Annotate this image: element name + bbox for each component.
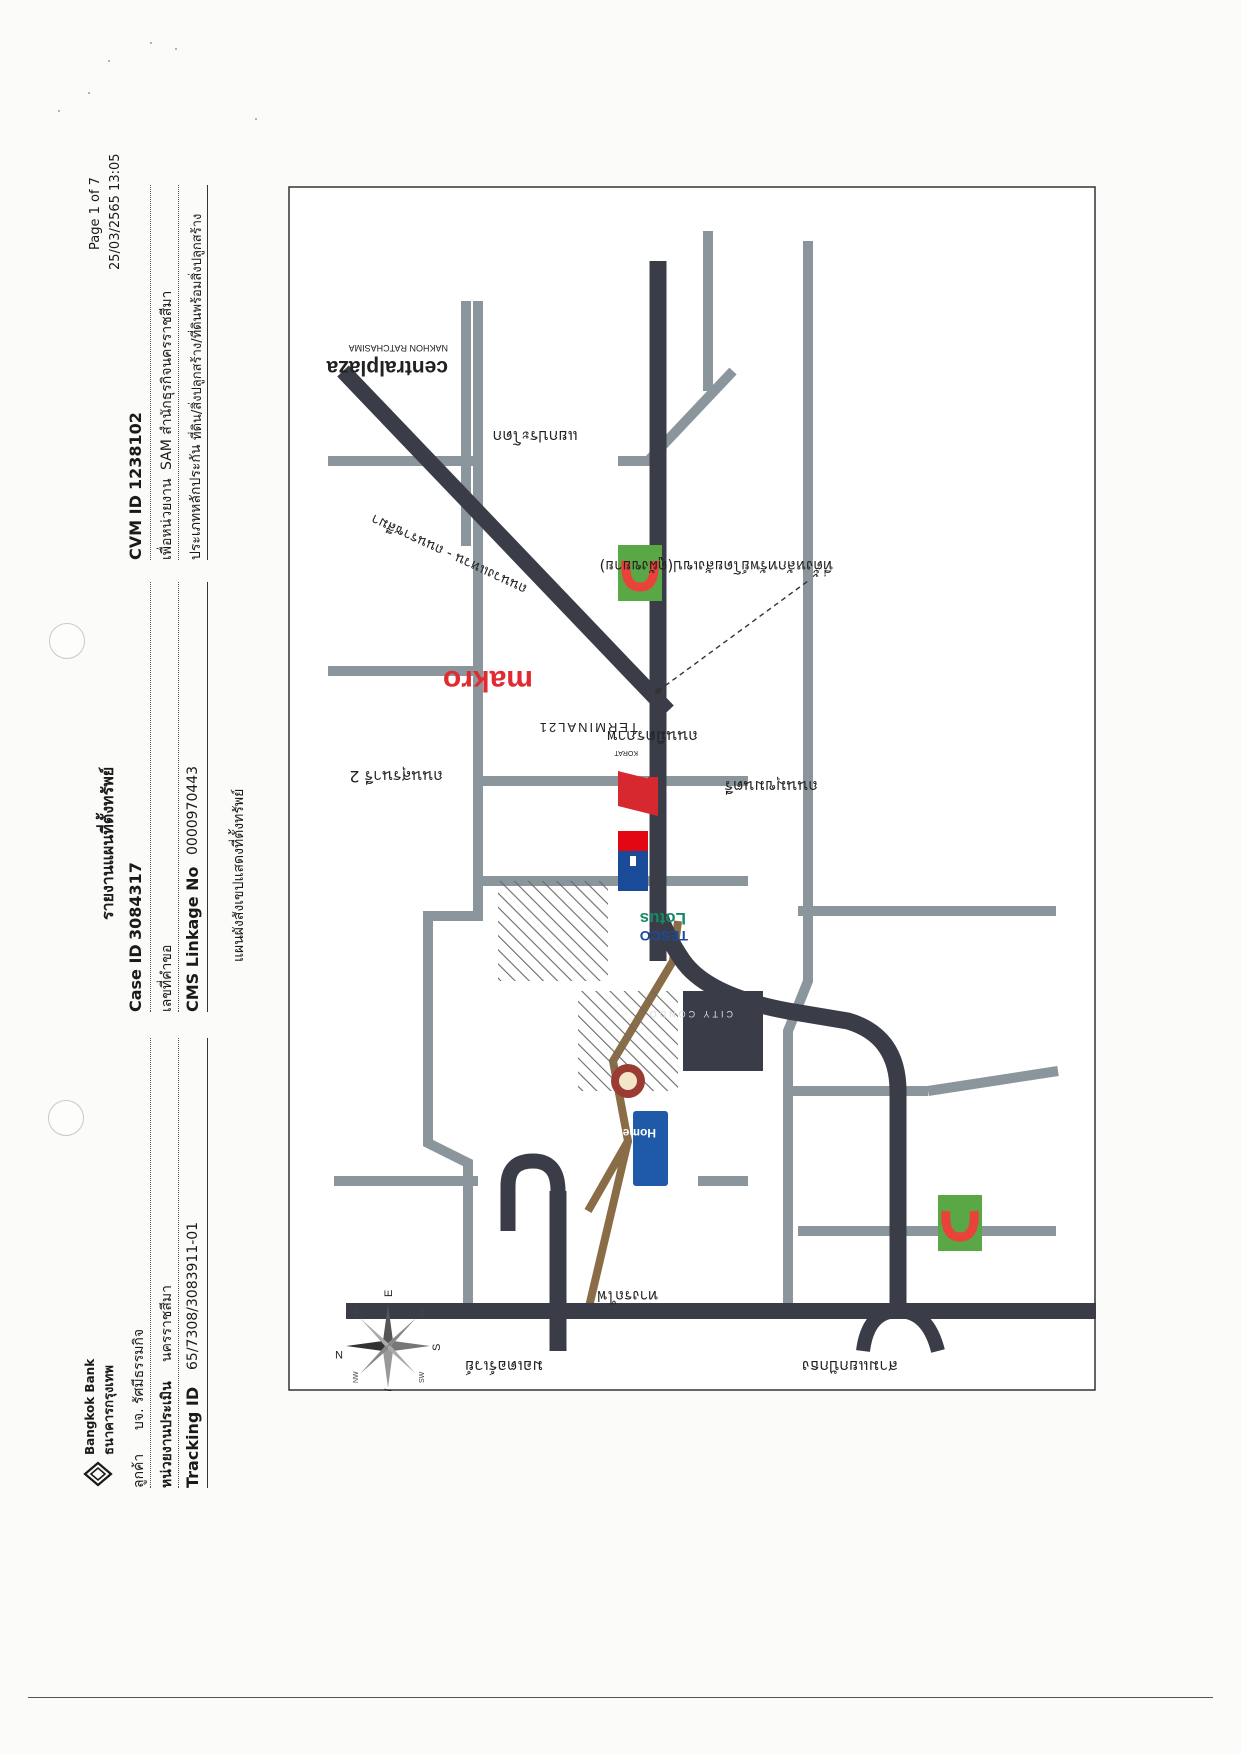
pak-thong-fork	[897, 1304, 945, 1353]
homepro-label: HomePro	[603, 1126, 656, 1140]
bank-name-th: ธนาคารกรุงเทพ	[102, 1365, 117, 1455]
hatched-land-area	[578, 991, 678, 1091]
punch-hole-upper	[49, 623, 85, 659]
suranaree2-road-label: ถนนสุรนารี 2	[349, 766, 443, 786]
dotted-underline	[150, 1038, 151, 1488]
bigc-logo-bottom	[938, 1195, 982, 1251]
brown-access-road	[584, 1140, 632, 1312]
tesco-logo: TESCO	[640, 928, 688, 944]
bank-name-en: Bangkok Bank	[83, 1358, 97, 1455]
compass-sw: SW	[419, 1371, 426, 1383]
punch-hole-lower	[48, 1100, 84, 1136]
map-caption: แผนผังสังเขปแสดงที่ตั้งทรัพย์	[231, 788, 247, 962]
cvm-id-label: CVM ID	[126, 495, 145, 560]
pak-thong-label: สามแยกปักธง	[802, 1357, 898, 1376]
scan-speck	[150, 42, 152, 44]
terminal21-sub: KORAT	[614, 749, 638, 756]
ring-road-diagonal	[337, 365, 674, 717]
property-point	[655, 688, 661, 694]
minor-roads	[328, 231, 1059, 1313]
case-id-label: Case ID	[126, 944, 145, 1012]
hospital-logo	[618, 831, 648, 891]
motorway-label: มอเตอร์เวย์	[465, 1357, 543, 1376]
scan-speck	[175, 48, 177, 50]
timestamp: 25/03/2565 13:05	[108, 153, 123, 270]
suranaree2-road	[423, 301, 483, 1313]
scan-speck	[88, 92, 90, 94]
dotted-underline	[150, 582, 151, 1012]
central-plaza-logo: centralplaza	[326, 356, 448, 379]
bangkok-bank-logo-icon	[83, 1461, 113, 1487]
page-label: Page 1 of 7	[88, 177, 103, 250]
compass-north: N	[335, 1348, 343, 1360]
compass-nw: NW	[353, 1371, 360, 1383]
cms-linkage-label: CMS Linkage No	[183, 866, 202, 1012]
report-title: รายงานแผนที่ตั้งทรัพย์	[98, 766, 117, 920]
for-unit-value: SAM สำนักธุรกิจนครราชสีมา	[159, 290, 175, 470]
central-plaza-sub: NAKHON RATCHASIMA	[349, 343, 448, 353]
compass-rose-icon	[346, 1304, 430, 1388]
property-note-label: ที่ตั้งหลักทรัพย์โดยสังเขป(ดูผังขยาย)	[599, 557, 833, 577]
main-roads	[337, 261, 1096, 1353]
scan-speck	[108, 60, 110, 62]
compass-west: W	[383, 1388, 395, 1391]
prakok-junction-label: แยกประโดก	[493, 427, 578, 446]
tracking-id-value: 65/7308/3083911-01	[185, 1221, 201, 1370]
compass-south: S	[431, 1344, 443, 1351]
lotus-logo: Lotus	[640, 909, 686, 928]
compass-ne: NE	[353, 1307, 360, 1317]
appraisal-unit-label: หน่วยงานประเมิน	[159, 1381, 175, 1488]
compass-se: SE	[419, 1307, 426, 1317]
bottom-rule	[28, 1697, 1213, 1698]
rail-line-label: ทางรถไฟ	[597, 1287, 658, 1305]
cvm-id-value: 1238102	[126, 412, 145, 490]
minor-road-segment	[927, 1066, 1059, 1096]
location-map: makro centralplaza NAKHON RATCHASIMA แยก…	[288, 186, 1096, 1391]
compass-east: E	[383, 1290, 395, 1297]
appraisal-unit-value: นครราชสีมา	[159, 1285, 175, 1362]
customer-value: บจ. รัศมีธรรมกิจ	[131, 1328, 147, 1430]
city-condo-building: CITY CONDO	[647, 991, 763, 1071]
customer-label: ลูกค้า	[131, 1453, 147, 1488]
dotted-underline	[150, 185, 151, 560]
dotted-underline	[178, 1038, 179, 1488]
collateral-type-value: ที่ดิน/สิ่งปลูกสร้าง/ที่ดินพร้อมสิ่งปลูก…	[190, 213, 205, 440]
collateral-type-label: ประเภทหลักประกัน	[188, 444, 204, 560]
rotated-report-sheet: Bangkok Bank ธนาคารกรุงเทพ รายงานแผนที่ต…	[0, 153, 1241, 1600]
makro-logo: makro	[443, 664, 533, 697]
mittraphap-road-label: ถนนมิตรภาพ	[607, 727, 698, 746]
scan-speck	[255, 118, 257, 120]
temple-emblem-icon	[619, 1072, 637, 1090]
terminal21-logo: TERMINAL21	[538, 720, 638, 735]
map-svg: makro centralplaza NAKHON RATCHASIMA แยก…	[288, 186, 1096, 1391]
request-no-label: เลขที่คำขอ	[159, 944, 175, 1012]
minor-road-segment	[618, 367, 737, 466]
case-id-value: 3084317	[126, 862, 145, 940]
stripes-logo	[618, 771, 658, 816]
dotted-underline	[178, 582, 179, 1012]
motorway-loop	[500, 1153, 566, 1231]
city-condo-label: CITY CONDO	[647, 1009, 733, 1019]
homepro-logo: HomePro	[603, 1111, 668, 1186]
property-pointer-line	[657, 580, 809, 692]
bigc-logo-top	[618, 545, 662, 601]
for-unit-label: เพื่อหน่วยงาน	[159, 478, 175, 560]
scan-speck	[58, 110, 60, 112]
pak-thong-fork	[856, 1304, 899, 1353]
hatched-land-area	[498, 881, 608, 981]
tracking-id-label: Tracking ID	[183, 1386, 202, 1488]
solid-underline	[207, 582, 208, 1012]
solid-underline	[207, 1038, 208, 1488]
mukmontri-road-label: ถนนมุขมนตรี	[724, 776, 818, 796]
solid-underline	[207, 185, 208, 560]
cms-linkage-value: 0000970443	[185, 765, 201, 855]
dotted-underline	[178, 185, 179, 560]
